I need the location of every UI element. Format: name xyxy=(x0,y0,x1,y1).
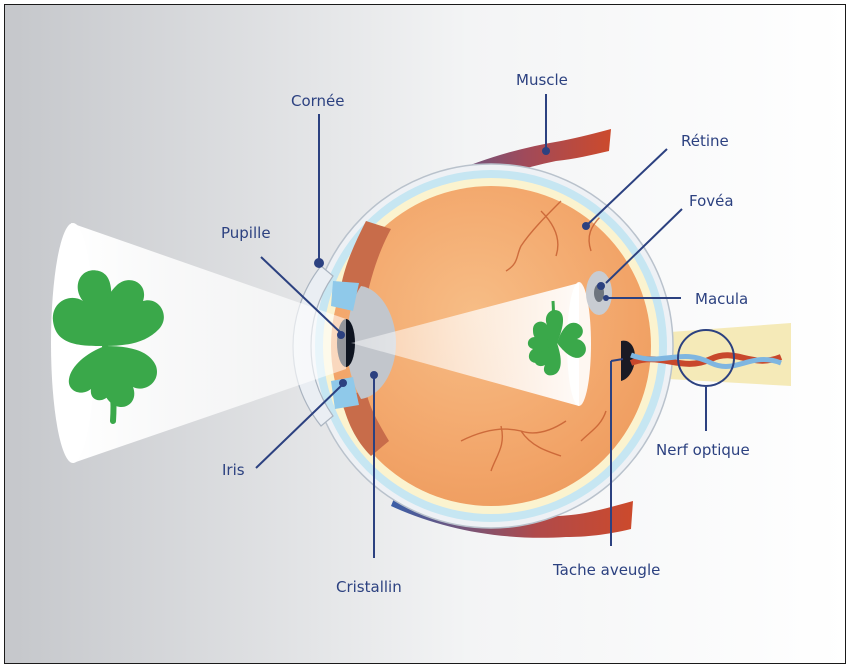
label-pupille: Pupille xyxy=(221,224,271,242)
label-retine: Rétine xyxy=(681,132,729,150)
eye-anatomy-diagram: Muscle Cornée Rétine Fovéa Pupille Macul… xyxy=(4,4,846,664)
label-cristallin: Cristallin xyxy=(336,578,402,596)
label-cornee: Cornée xyxy=(291,92,345,110)
label-macula: Macula xyxy=(695,290,748,308)
label-fovea: Fovéa xyxy=(689,192,734,210)
label-muscle: Muscle xyxy=(516,71,568,89)
label-tache-aveugle: Tache aveugle xyxy=(552,561,660,579)
label-iris: Iris xyxy=(222,461,245,479)
label-nerf-optique: Nerf optique xyxy=(656,441,750,459)
